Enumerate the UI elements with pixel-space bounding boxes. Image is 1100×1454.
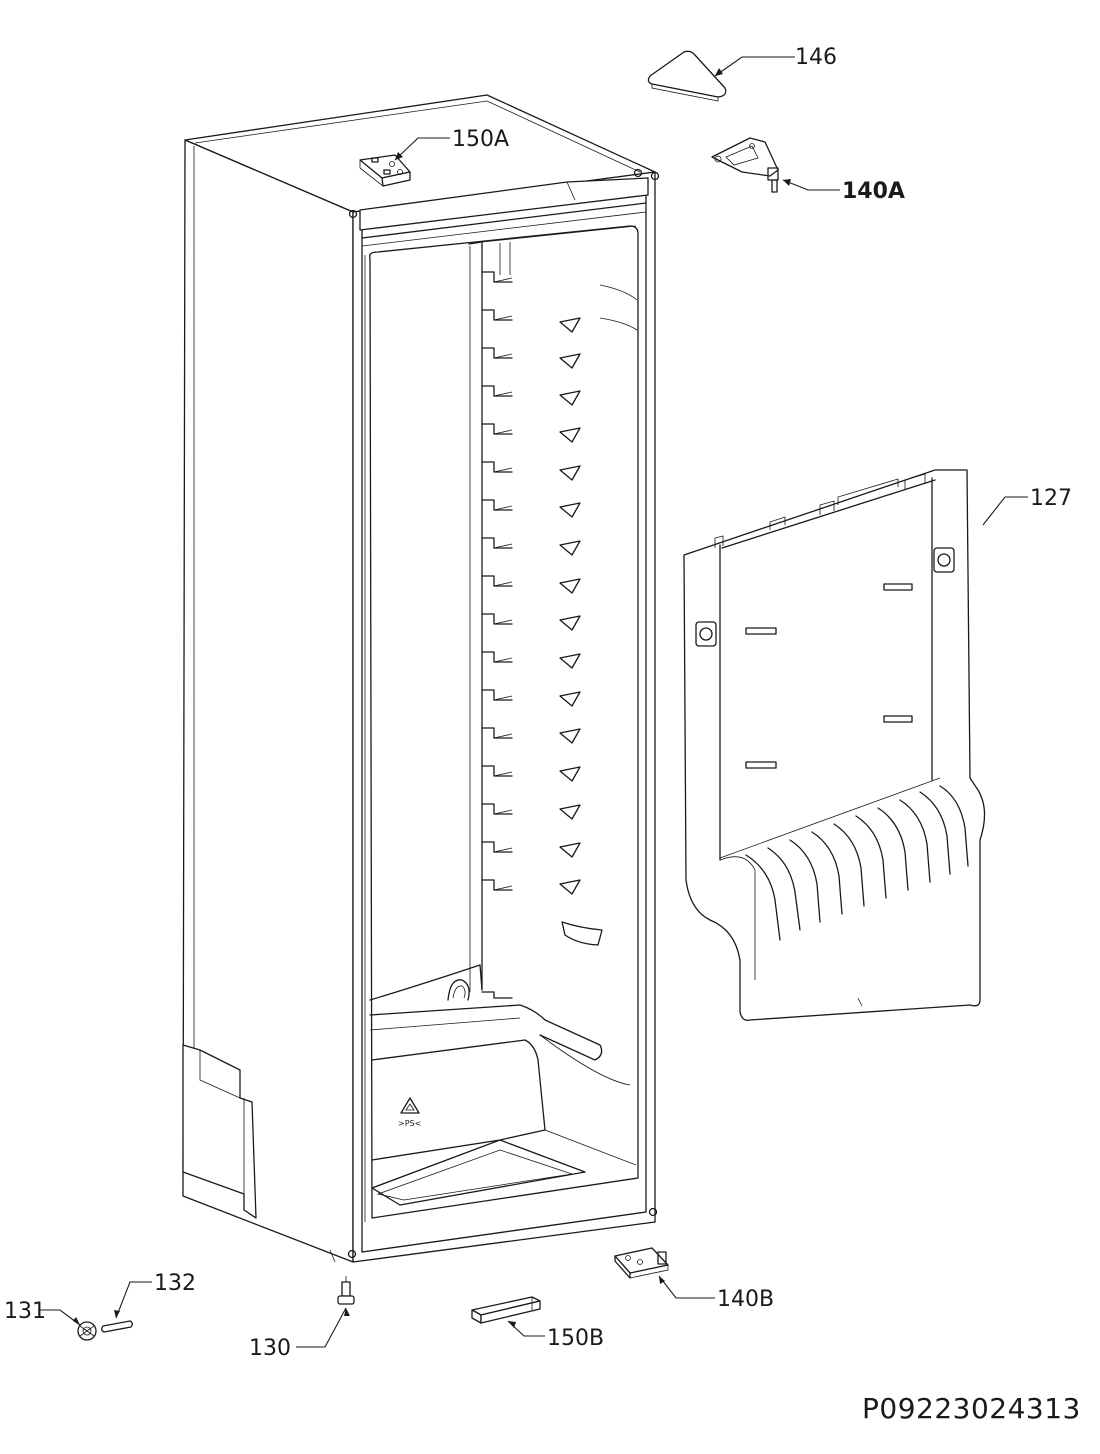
label-140A: 140A — [842, 179, 905, 204]
part-140B-bottom-hinge — [614, 1247, 669, 1279]
label-131: 131 — [4, 1299, 46, 1324]
label-127: 127 — [1030, 486, 1072, 511]
part-146-triangle-cap — [647, 50, 727, 102]
screw-hole — [633, 168, 643, 178]
cabinet-body: >PS< — [182, 94, 660, 1263]
part-150B-bottom-cover — [471, 1296, 541, 1324]
screw-hole — [650, 171, 660, 181]
shelf-supports — [481, 271, 513, 999]
part-127-rear-panel — [683, 469, 986, 1021]
rear-panel-fins — [745, 785, 969, 941]
callout-labels: 146 150A 140A 127 132 131 130 150B 140B — [4, 45, 1072, 1361]
diagram-code: P09223024313 — [862, 1392, 1081, 1425]
leader-arrowheads — [73, 68, 791, 1328]
part-150A-hinge-cover — [359, 154, 411, 187]
part-131-knob — [77, 1321, 97, 1341]
label-130: 130 — [249, 1336, 291, 1361]
label-140B: 140B — [717, 1287, 774, 1312]
part-132-pin — [101, 1320, 133, 1333]
screw-hole — [348, 209, 358, 219]
screw-hole — [648, 1207, 658, 1217]
recycle-mark: >PS< — [398, 1097, 421, 1128]
label-132: 132 — [154, 1271, 196, 1296]
label-150B: 150B — [547, 1326, 604, 1351]
label-150A: 150A — [452, 127, 509, 152]
label-146: 146 — [795, 45, 837, 70]
recycle-text: >PS< — [398, 1119, 421, 1128]
part-140A-top-hinge — [711, 137, 779, 193]
back-wall-clips — [559, 317, 603, 946]
leader-lines — [40, 56, 1028, 1348]
part-130-foot — [337, 1276, 355, 1305]
screw-hole — [347, 1249, 357, 1259]
